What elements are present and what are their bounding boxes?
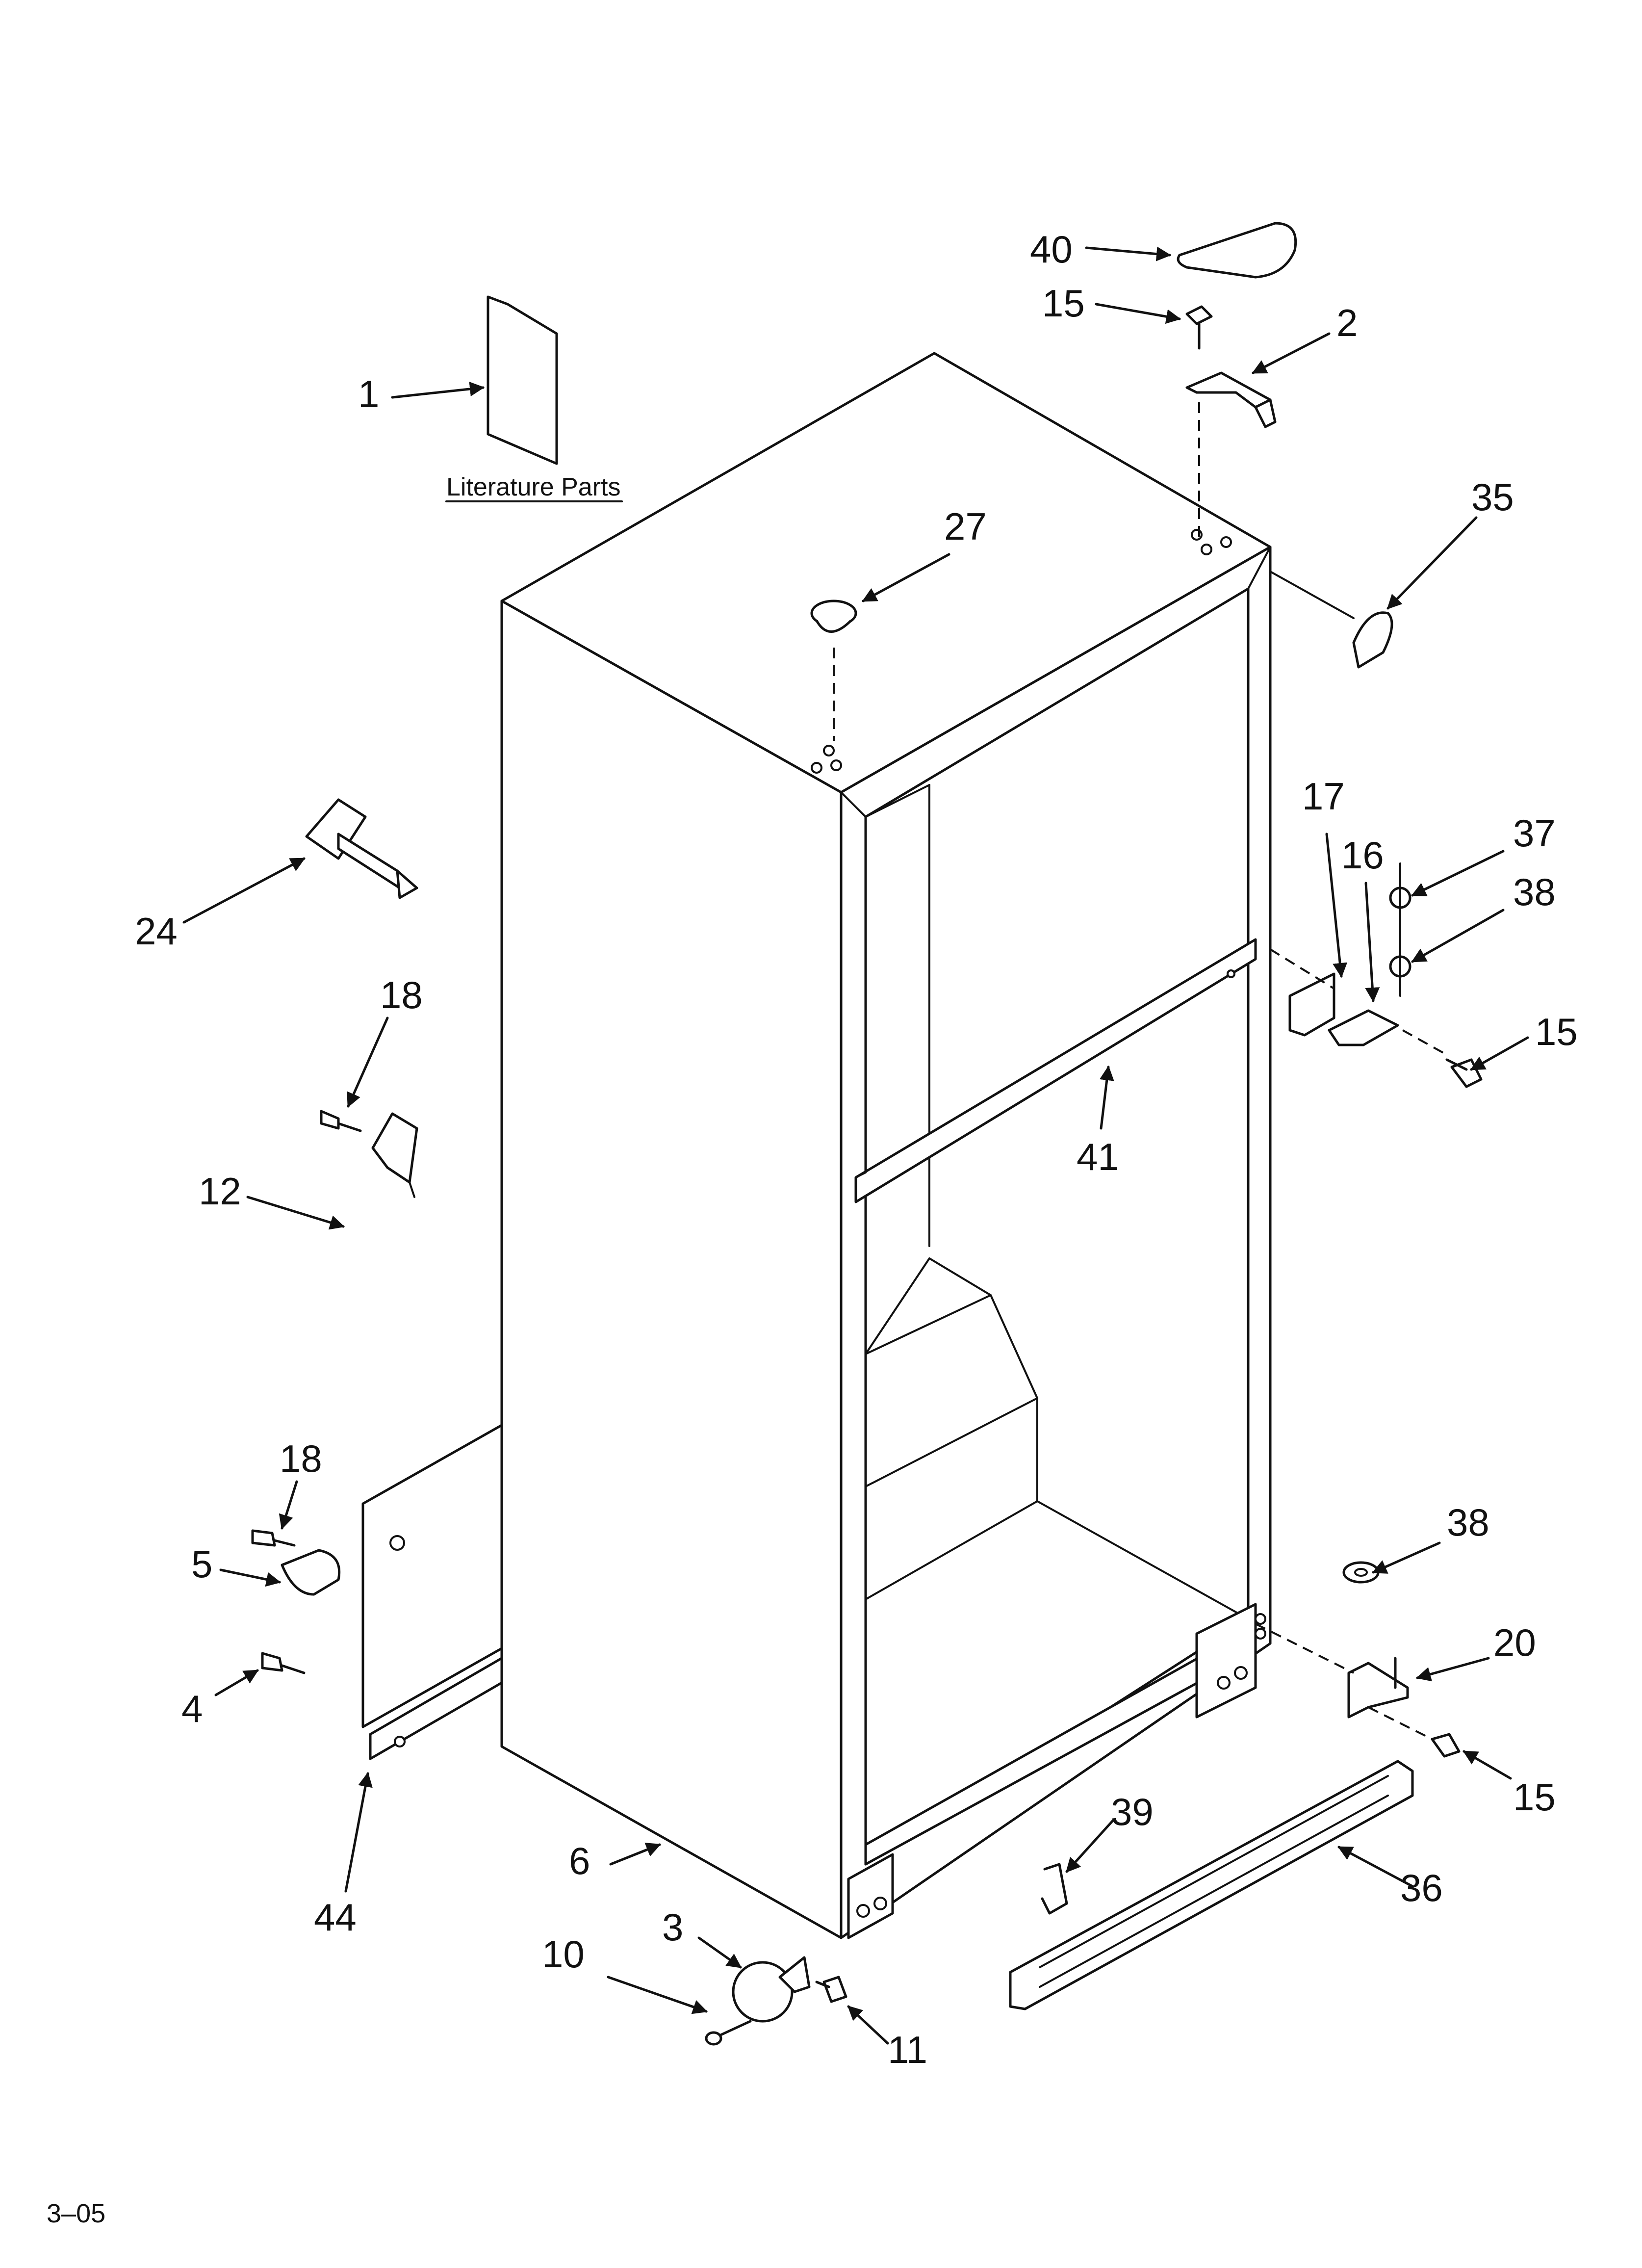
cabinet-pin-part <box>305 798 418 899</box>
callout-36: 36 <box>1400 1866 1443 1909</box>
literature-parts-caption: Literature Parts <box>446 473 621 501</box>
callout-12: 12 <box>199 1170 241 1213</box>
callout-37: 37 <box>1513 811 1556 855</box>
callout-4: 4 <box>181 1687 203 1730</box>
callout-5: 5 <box>191 1542 212 1586</box>
callout-40: 40 <box>1030 228 1073 271</box>
callout-20: 20 <box>1493 1621 1536 1664</box>
callout-15: 15 <box>1535 1010 1578 1053</box>
callout-6: 6 <box>569 1839 590 1882</box>
grille-clip-part <box>1041 1863 1068 1915</box>
literature-part <box>487 295 558 465</box>
callout-38: 38 <box>1447 1501 1489 1544</box>
callout-15: 15 <box>1042 282 1085 325</box>
callout-27: 27 <box>944 505 987 548</box>
cabinet-plug-part <box>810 600 857 633</box>
revision-code: 3–05 <box>47 2199 105 2228</box>
callout-3: 3 <box>662 1905 683 1949</box>
toe-grille-part <box>1009 1760 1414 2010</box>
callout-41: 41 <box>1077 1135 1119 1178</box>
screw-part <box>261 1652 306 1674</box>
door-stop-part <box>371 1112 418 1198</box>
callout-18: 18 <box>280 1437 322 1480</box>
hinge-plug-part <box>1352 611 1393 669</box>
top-hinge-part <box>1185 371 1277 428</box>
screw-part <box>1445 1058 1483 1088</box>
clamp-part <box>281 1549 341 1596</box>
screw-part <box>1185 305 1213 350</box>
center-hinge-part <box>1288 862 1411 1046</box>
screw-part <box>320 1110 362 1132</box>
screw-part <box>251 1529 296 1547</box>
callout-2: 2 <box>1336 301 1358 344</box>
callout-39: 39 <box>1111 1790 1154 1833</box>
callout-1: 1 <box>358 372 379 416</box>
callout-35: 35 <box>1471 475 1514 519</box>
screw-part <box>815 1976 847 2003</box>
hinge-cover-part <box>1177 222 1297 279</box>
refrigerator-cabinet <box>500 352 1272 1939</box>
roller-part <box>732 1956 811 2023</box>
screw-part <box>1431 1733 1461 1758</box>
leader-lines <box>182 246 1529 2045</box>
callout-24: 24 <box>135 910 178 953</box>
callout-10: 10 <box>542 1932 585 1976</box>
callout-44: 44 <box>314 1896 357 1939</box>
callout-11: 11 <box>888 2028 927 2071</box>
pin-part <box>705 2020 752 2046</box>
callout-16: 16 <box>1341 834 1384 877</box>
bottom-hinge-part <box>1347 1657 1409 1719</box>
callout-17: 17 <box>1302 775 1345 818</box>
callout-15: 15 <box>1513 1775 1556 1819</box>
callout-18: 18 <box>380 973 423 1017</box>
mullion-bar-part <box>854 938 1257 1203</box>
callout-labels: 40 15 2 1 27 35 17 16 37 38 15 24 18 12 … <box>135 228 1578 2071</box>
door-closer-bracket-part <box>361 1424 503 1760</box>
callout-38: 38 <box>1513 870 1556 913</box>
